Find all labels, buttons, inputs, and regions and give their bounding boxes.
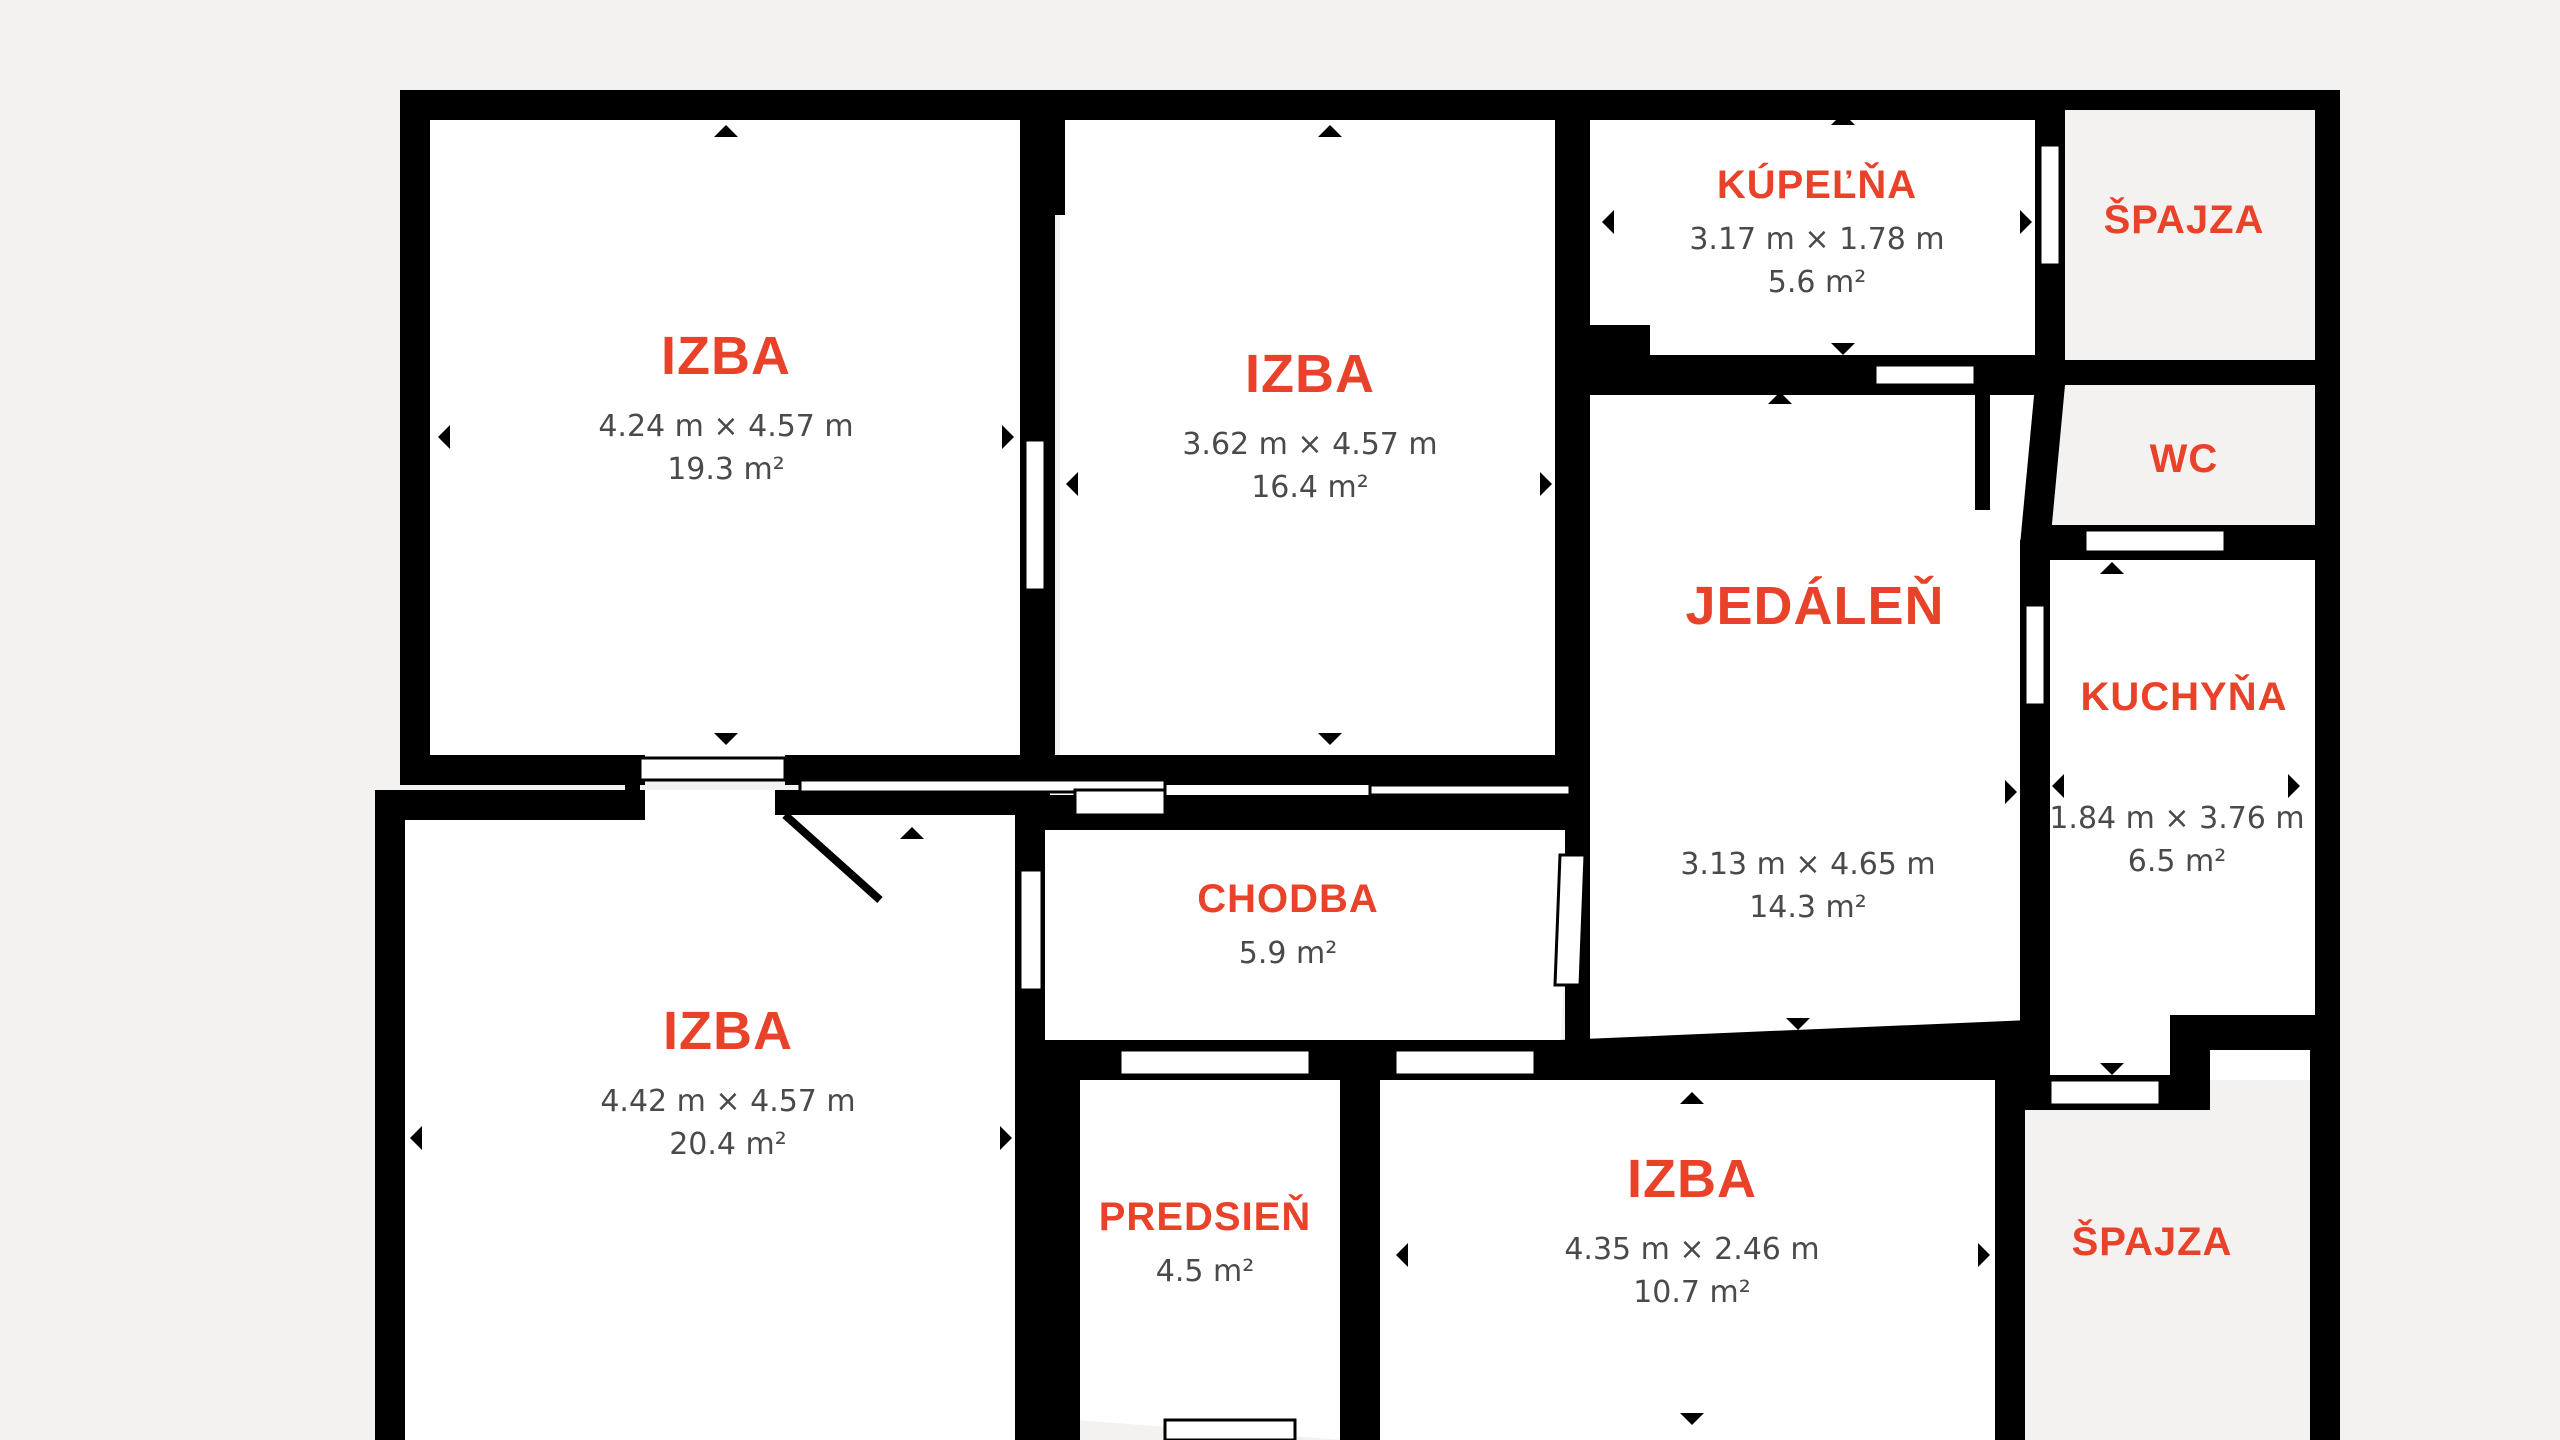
- wall-izba-3-top-right: [775, 790, 1050, 815]
- wall-predsien-left: [1045, 1040, 1080, 1440]
- opening-izba-1-2: [1023, 438, 1047, 592]
- arrow-kuchyna-left: [2052, 774, 2064, 798]
- opening-izba-4-top: [1393, 1048, 1537, 1077]
- arrow-izba-4-right: [1978, 1243, 1990, 1267]
- arrow-izba-1-left: [438, 425, 450, 449]
- arrow-kuchyna-top: [2100, 562, 2124, 574]
- room-floor-izba-4: [1380, 1075, 2010, 1440]
- wall-wc-left: [2020, 385, 2065, 545]
- wall-kupelna-corner: [1585, 325, 1650, 360]
- dimension-arrows: [410, 113, 2300, 1425]
- arrow-izba-2-bottom: [1318, 733, 1342, 745]
- room-floor-kuchyna: [2035, 545, 2330, 1080]
- arrow-izba-1-top: [714, 125, 738, 137]
- wall-izba-2-corner: [1040, 95, 1065, 215]
- room-floor-chodba: [1040, 780, 1575, 1050]
- wall-izba-2-bottom: [1170, 755, 1580, 785]
- arrow-jedalen-right: [2005, 780, 2017, 804]
- opening-izba-3-chodba: [1018, 868, 1044, 992]
- arrow-izba-3-right: [1000, 1126, 1012, 1150]
- opening-kupelna-door: [1873, 363, 1977, 387]
- arrow-kuchyna-right: [2288, 774, 2300, 798]
- wall-top-outer-right: [1585, 90, 2340, 110]
- room-floor-jedalen: [1575, 375, 2045, 1060]
- arrow-izba-2-left: [1066, 472, 1078, 496]
- arrow-kupelna-left: [1602, 210, 1614, 234]
- room-floor-spajza-top: [2060, 100, 2330, 365]
- opening-wc-door: [2083, 528, 2227, 554]
- room-floor-izba-1: [405, 95, 1055, 775]
- opening-izba-1-door: [638, 756, 787, 782]
- room-floor-kupelna: [1585, 100, 2055, 365]
- room-floors: [385, 95, 2330, 1440]
- opening-chodba-strip: [1368, 783, 1572, 797]
- opening-predsien-top: [1118, 1048, 1312, 1077]
- wall-izba-1-left: [400, 90, 430, 785]
- door-swing-izba-3: [782, 812, 883, 903]
- arrow-kuchyna-bottom: [2100, 1063, 2124, 1075]
- opening-chodba-top: [1073, 788, 1167, 817]
- arrow-izba-4-bottom: [1680, 1413, 1704, 1425]
- arrow-kupelna-right: [2020, 210, 2032, 234]
- arrow-izba-3-top: [900, 827, 924, 839]
- room-floor-predsien: [1075, 1075, 1345, 1440]
- arrow-izba-2-right: [1540, 472, 1552, 496]
- arrow-izba-1-right: [1002, 425, 1014, 449]
- arrow-jedalen-bottom: [1786, 1018, 1810, 1030]
- wall-spajza-wc-divider: [2055, 360, 2335, 385]
- arrow-izba-1-bottom: [714, 733, 738, 745]
- wall-izba-1-bottom-left: [400, 755, 645, 785]
- wall-right-outer: [2315, 95, 2340, 1035]
- room-floor-izba-3: [385, 790, 1035, 1440]
- wall-jedalen-stub: [1975, 380, 1990, 510]
- room-floor-izba-2: [1060, 95, 1580, 775]
- arrow-izba-4-top: [1680, 1092, 1704, 1104]
- wall-spajza-right: [2310, 1030, 2340, 1440]
- opening-predsien-entry: [1163, 1418, 1297, 1440]
- wall-izba-4-right: [1995, 1060, 2025, 1440]
- arrow-kupelna-bottom: [1831, 343, 1855, 355]
- room-floor-wc: [2055, 375, 2330, 535]
- arrow-izba-2-top: [1318, 125, 1342, 137]
- opening-kuchyna-window: [2023, 603, 2047, 707]
- opening-kupelna-spajza: [2038, 143, 2062, 267]
- wall-izba-3-left: [375, 790, 405, 1440]
- wall-predsien-right: [1340, 1060, 1380, 1440]
- arrow-jedalen-top: [1768, 392, 1792, 404]
- room-floor-spajza-bottom: [2020, 1090, 2330, 1440]
- opening-spajza-door: [2048, 1078, 2162, 1107]
- opening-jedalen-chodba: [1553, 853, 1587, 987]
- arrow-izba-4-left: [1396, 1243, 1408, 1267]
- arrow-izba-3-left: [410, 1126, 422, 1150]
- openings: [638, 143, 2227, 1440]
- wall-izba-3-top-left: [375, 790, 645, 820]
- arrow-kupelna-top: [1831, 113, 1855, 125]
